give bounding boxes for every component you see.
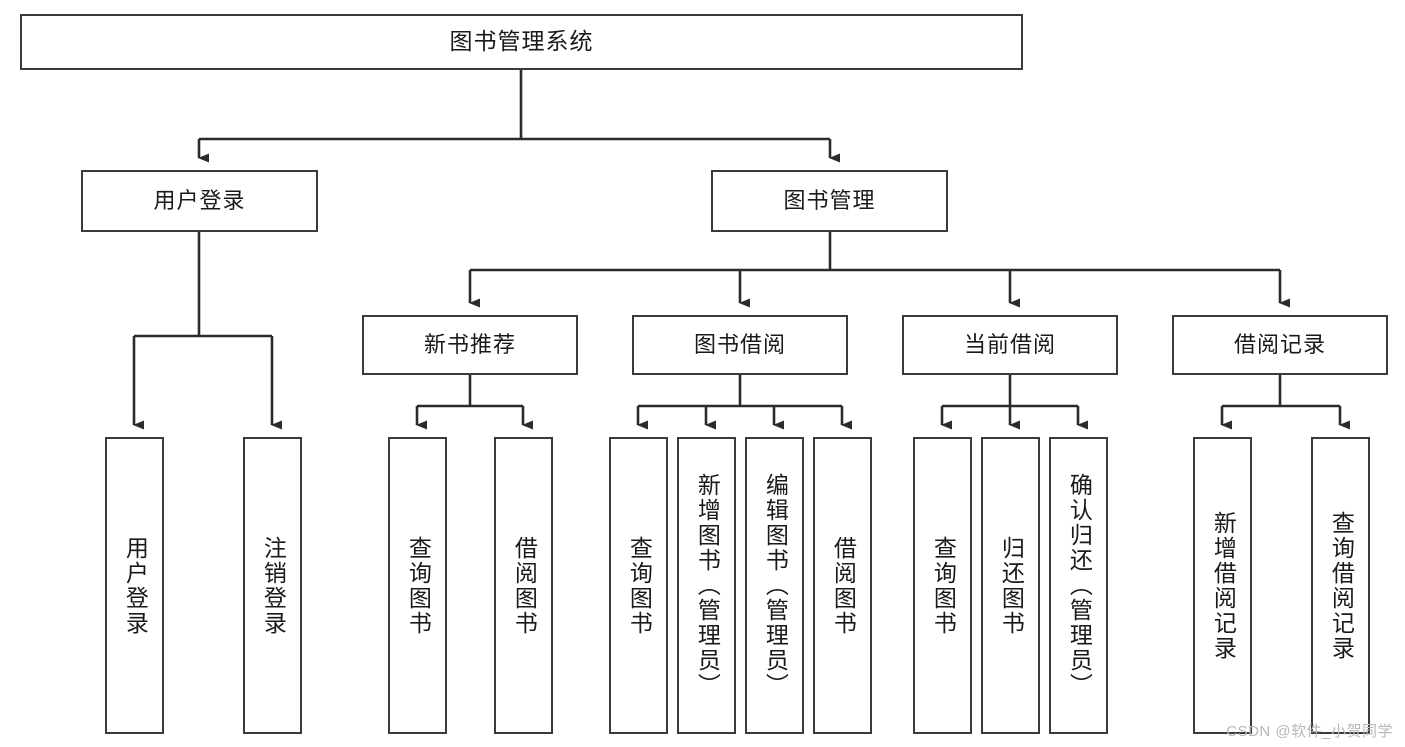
node-leaf-query-book-1-label: 查询图书 [405, 535, 432, 636]
node-leaf-user-logout-label: 注销登录 [260, 535, 287, 636]
node-leaf-edit-book-label: 编辑图书（管理员） [762, 473, 789, 698]
node-book-manage[interactable]: 图书管理 [711, 170, 948, 232]
node-leaf-query-book-2[interactable]: 查询图书 [609, 437, 668, 734]
node-book-manage-label: 图书管理 [783, 187, 876, 213]
node-borrow-record[interactable]: 借阅记录 [1172, 315, 1388, 375]
node-leaf-add-book-label: 新增图书（管理员） [694, 473, 721, 698]
node-leaf-add-record-label: 新增借阅记录 [1210, 510, 1237, 661]
node-root[interactable]: 图书管理系统 [20, 14, 1023, 70]
node-leaf-query-book-3[interactable]: 查询图书 [913, 437, 972, 734]
node-user-login[interactable]: 用户登录 [81, 170, 318, 232]
node-leaf-return-book-label: 归还图书 [998, 535, 1025, 636]
node-leaf-borrow-book-2-label: 借阅图书 [830, 535, 857, 636]
node-leaf-user-logout[interactable]: 注销登录 [243, 437, 302, 734]
node-leaf-edit-book[interactable]: 编辑图书（管理员） [745, 437, 804, 734]
node-leaf-query-book-2-label: 查询图书 [626, 535, 653, 636]
node-leaf-user-login[interactable]: 用户登录 [105, 437, 164, 734]
node-leaf-confirm-return-label: 确认归还（管理员） [1066, 473, 1093, 698]
node-leaf-query-record-label: 查询借阅记录 [1328, 510, 1355, 661]
node-leaf-query-record[interactable]: 查询借阅记录 [1311, 437, 1370, 734]
node-book-borrow[interactable]: 图书借阅 [632, 315, 848, 375]
node-current-borrow[interactable]: 当前借阅 [902, 315, 1118, 375]
node-new-book-rec-label: 新书推荐 [423, 331, 516, 357]
node-leaf-borrow-book-2[interactable]: 借阅图书 [813, 437, 872, 734]
node-book-borrow-label: 图书借阅 [693, 331, 786, 357]
node-leaf-query-book-1[interactable]: 查询图书 [388, 437, 447, 734]
node-leaf-borrow-book-1[interactable]: 借阅图书 [494, 437, 553, 734]
node-borrow-record-label: 借阅记录 [1233, 331, 1326, 357]
node-leaf-confirm-return[interactable]: 确认归还（管理员） [1049, 437, 1108, 734]
node-user-login-label: 用户登录 [153, 187, 246, 213]
node-leaf-query-book-3-label: 查询图书 [930, 535, 957, 636]
node-leaf-user-login-label: 用户登录 [122, 535, 149, 636]
node-new-book-rec[interactable]: 新书推荐 [362, 315, 578, 375]
node-leaf-add-record[interactable]: 新增借阅记录 [1193, 437, 1252, 734]
node-current-borrow-label: 当前借阅 [963, 331, 1056, 357]
node-leaf-return-book[interactable]: 归还图书 [981, 437, 1040, 734]
node-leaf-add-book[interactable]: 新增图书（管理员） [677, 437, 736, 734]
node-root-label: 图书管理系统 [449, 28, 594, 55]
node-leaf-borrow-book-1-label: 借阅图书 [511, 535, 538, 636]
csdn-watermark: CSDN @软件_小贺同学 [1226, 723, 1393, 740]
